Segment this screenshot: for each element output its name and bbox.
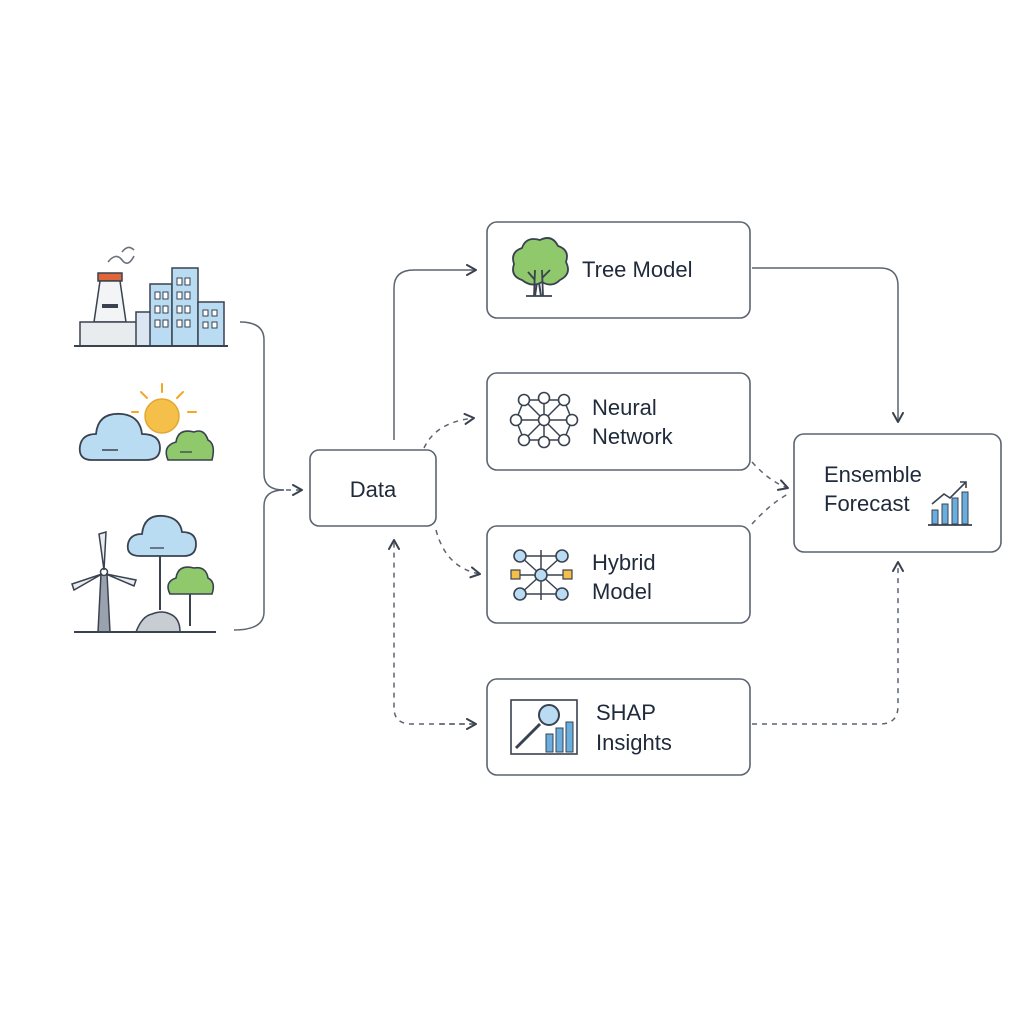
network-graph-icon: [509, 391, 579, 449]
ensemble-forecast-label-line2: Forecast: [824, 491, 910, 516]
hybrid-model-node: Hybrid Model: [486, 525, 751, 624]
shap-to-ensemble-arrow: [752, 561, 904, 725]
factory-city-icon: [74, 246, 228, 347]
data-to-tree-model-arrow: [393, 264, 477, 440]
data-to-neural-network-arrow: [423, 412, 475, 449]
tree-icon: [512, 237, 569, 297]
shap-data-loop-arrow: [388, 539, 474, 725]
shap-insights-label-line1: SHAP: [596, 700, 656, 725]
neural-network-label-line2: Network: [592, 424, 674, 449]
neural-network-node: Neural Network: [486, 372, 751, 471]
data-to-hybrid-model-arrow: [435, 529, 481, 579]
shap-insights-node: SHAP Insights: [486, 678, 751, 776]
neural-network-to-ensemble-arrow: [751, 461, 789, 491]
ensemble-forecast-label-line1: Ensemble: [824, 462, 922, 487]
wind-turbine-landscape-icon: [71, 514, 216, 633]
tree-model-to-ensemble-arrow: [752, 267, 904, 423]
weather-sun-cloud-icon: [78, 383, 215, 461]
shap-insights-label-line2: Insights: [596, 730, 672, 755]
hybrid-model-to-ensemble-arrow: [751, 493, 789, 525]
source-bracket: [233, 321, 285, 631]
data-node: Data: [309, 449, 437, 527]
magnifier-chart-icon: [510, 699, 578, 755]
tree-model-node: Tree Model: [486, 221, 751, 319]
hybrid-graph-icon: [510, 549, 573, 601]
hybrid-model-label-line2: Model: [592, 579, 652, 604]
data-node-label: Data: [350, 477, 397, 502]
neural-network-label-line1: Neural: [592, 395, 657, 420]
growth-chart-icon: [928, 481, 972, 526]
tree-model-label: Tree Model: [582, 257, 692, 282]
ensemble-forecast-node: Ensemble Forecast: [793, 433, 1002, 553]
hybrid-model-label-line1: Hybrid: [592, 550, 656, 575]
